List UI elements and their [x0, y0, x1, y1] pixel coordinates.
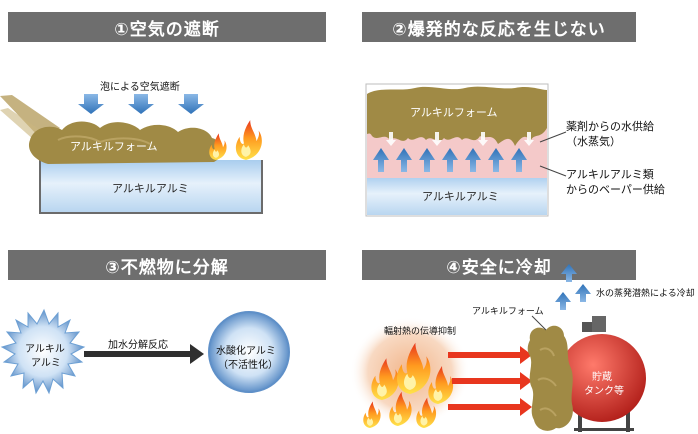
panel-2-graphic — [365, 83, 567, 217]
panel-4-title: ④安全に冷却 — [362, 250, 636, 280]
aluminum-hydroxide-circle — [208, 311, 290, 393]
panel-2-title: ②爆発的な反応を生じない — [362, 12, 636, 42]
panel-1-title: ①空気の遮断 — [8, 12, 326, 42]
panel-4-tank-label-2: タンク等 — [584, 386, 624, 397]
panel-4-graphic — [350, 264, 646, 432]
panel-3-arrow-label: 加水分解反応 — [108, 340, 168, 351]
panel-3-left-label-2: アルミ — [31, 358, 61, 369]
panel-2-vapor-label-1: アルキルアルミ類 — [566, 168, 654, 181]
panel-4-radiant-label: 輻射熱の伝導抑制 — [384, 327, 457, 337]
panel-2-vapor-label-2: からのベーパー供給 — [566, 183, 665, 196]
panel-2-water-label-2: （水蒸気） — [566, 135, 621, 148]
panel-4-foam-label: アルキルフォーム — [472, 307, 544, 317]
panel-2-foam-label: アルキルフォーム — [410, 106, 498, 119]
panel-4-tank-label-1: 貯蔵 — [592, 372, 612, 383]
panel-3-right-label-2: （不活性化） — [218, 360, 278, 371]
panel-2-water-label-1: 薬剤からの水供給 — [566, 120, 654, 133]
panel-3-left-label-1: アルキル — [25, 344, 65, 355]
panel-3-right-label-1: 水酸化アルミ — [216, 346, 276, 357]
panel-1-foam-label: アルキルフォーム — [70, 140, 158, 153]
panel-4-cooling-label: 水の蒸発潜熱による冷却 — [596, 289, 695, 299]
panel-1-graphic — [0, 94, 263, 214]
alkyl-aluminum-burst — [0, 308, 86, 395]
panel-2-liquid-label: アルキルアルミ — [422, 190, 499, 203]
panel-1-liquid-label: アルキルアルミ — [112, 182, 189, 195]
panel-3-title: ③不燃物に分解 — [8, 250, 326, 280]
panel-1-bubble-label: 泡による空気遮断 — [100, 82, 180, 93]
panel-3-graphic — [0, 308, 290, 395]
